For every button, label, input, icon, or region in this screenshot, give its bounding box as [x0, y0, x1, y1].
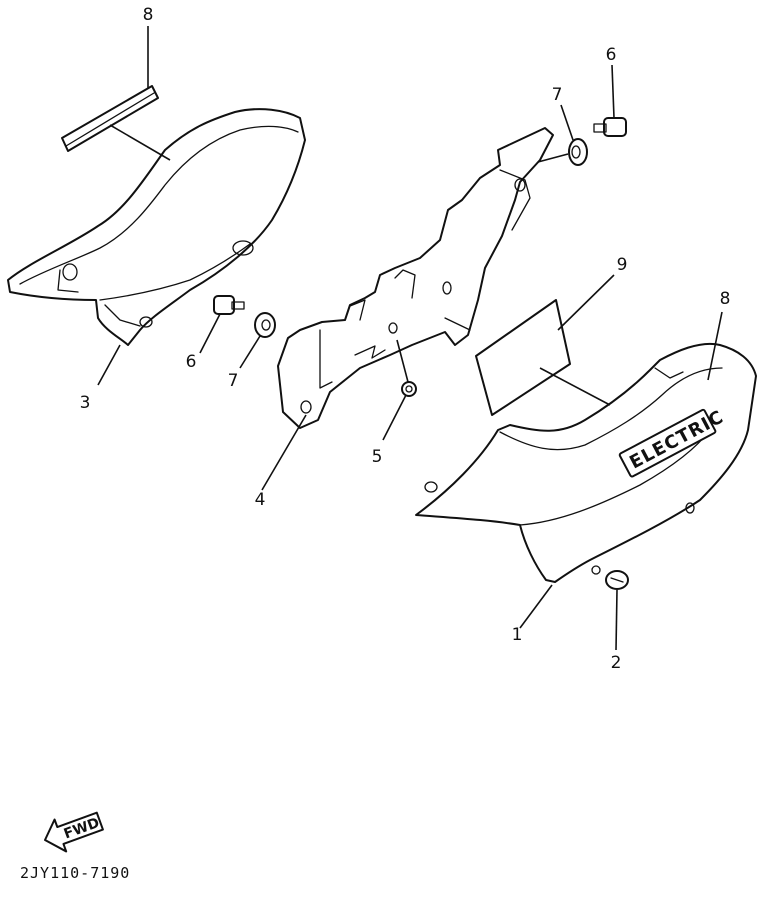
callout-8-lower: 8: [720, 289, 731, 309]
right-side-cover: ELECTRIC: [415, 342, 757, 583]
grommet-7-lower: [254, 312, 276, 338]
callout-6-lower: 6: [186, 352, 197, 372]
callout-7-lower: 7: [228, 371, 239, 391]
bolt-6-lower: [213, 295, 245, 315]
callout-9: 9: [617, 255, 628, 275]
callout-1: 1: [512, 625, 523, 645]
fwd-arrow-icon: FWD: [44, 811, 104, 853]
nut-5: [401, 381, 417, 397]
callout-5: 5: [372, 447, 383, 467]
bolt-6-upper: [593, 117, 627, 137]
side-cover-bracket: [277, 127, 554, 429]
callout-2: 2: [611, 653, 622, 673]
callout-3: 3: [80, 393, 91, 413]
screw-2: [605, 570, 629, 590]
diagram-code: 2JY110-7190: [20, 864, 131, 882]
label-strip-upper: [61, 85, 159, 152]
callout-8-upper: 8: [143, 5, 154, 25]
grommet-7-upper: [568, 138, 588, 166]
callout-labels: 8 6 7 9 8 6 7 3 5 4 1 2: [80, 5, 731, 673]
label-sheet: [475, 299, 571, 416]
callout-6-upper: 6: [606, 45, 617, 65]
left-side-cover: [7, 108, 306, 346]
callout-4: 4: [255, 490, 266, 510]
leader-lines: [97, 26, 723, 651]
callout-7-upper: 7: [552, 85, 563, 105]
